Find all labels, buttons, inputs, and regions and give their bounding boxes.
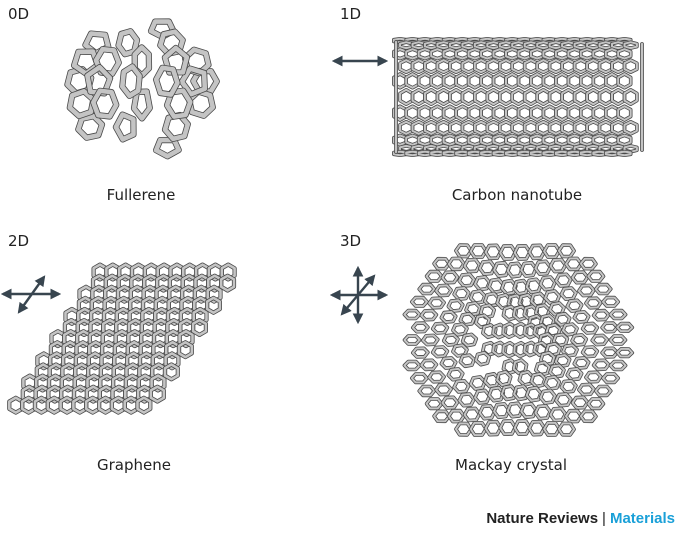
arrow-2d-icon xyxy=(0,275,62,314)
dimension-label-1d: 1D xyxy=(340,5,362,23)
graphene-sheet xyxy=(7,262,237,415)
caption-carbon-nanotube: Carbon nanotube xyxy=(451,186,583,204)
journal-name: Nature Reviews xyxy=(486,510,599,527)
dimension-label-3d: 3D xyxy=(340,232,362,250)
credit-separator: | xyxy=(602,510,606,527)
mackay-crystal-structure xyxy=(402,243,635,437)
dimension-label-0d: 0D xyxy=(8,5,30,23)
caption-mackay-crystal: Mackay crystal xyxy=(455,456,567,474)
fullerene-molecule xyxy=(64,18,220,160)
dimension-label-2d: 2D xyxy=(8,232,30,250)
caption-graphene: Graphene xyxy=(97,456,171,474)
arrow-3d-icon xyxy=(329,265,389,325)
nanotube-structure xyxy=(392,37,644,157)
journal-credit: Nature Reviews|Materials xyxy=(486,510,675,528)
caption-fullerene: Fullerene xyxy=(106,186,176,204)
journal-section: Materials xyxy=(609,510,675,527)
